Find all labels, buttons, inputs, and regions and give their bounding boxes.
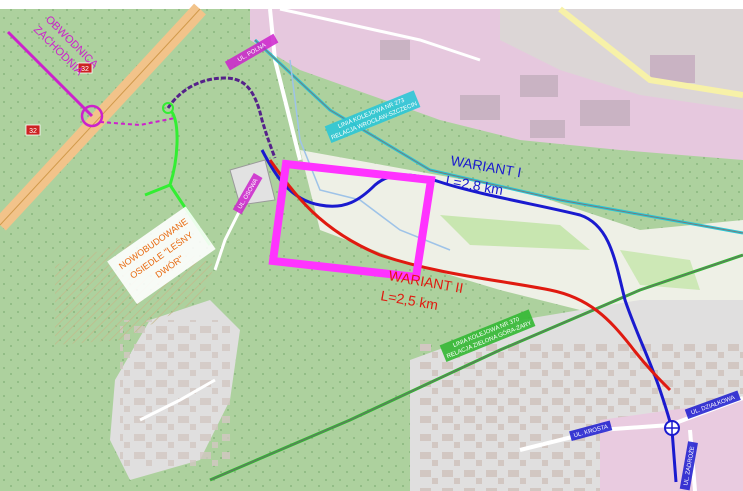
bypass-dashed	[99, 117, 176, 127]
building-block	[380, 40, 410, 60]
railway-north-line	[254, 39, 743, 234]
road-number-label: 32	[81, 66, 89, 73]
bypass-junction-icon	[80, 104, 104, 128]
green-junction-icon	[162, 102, 174, 114]
street	[279, 7, 481, 62]
main-road-north	[558, 6, 743, 98]
purple-dashed-route	[166, 76, 277, 159]
building-block	[520, 75, 558, 97]
bypass-route	[6, 30, 94, 118]
railway-south-line	[209, 254, 743, 481]
residential-pink-south	[600, 400, 743, 491]
residential-blocks	[120, 320, 230, 470]
highway-s3-edge	[0, 8, 201, 226]
road-number-label: 32	[29, 128, 37, 135]
building-block	[460, 95, 500, 120]
meadow-patch	[440, 215, 590, 250]
building-block	[530, 120, 565, 138]
route-variant-2	[268, 159, 672, 392]
map-top-margin	[0, 0, 743, 9]
street	[213, 209, 242, 271]
meadow-patch	[620, 250, 700, 290]
road-shield-north: 32	[77, 62, 93, 74]
highlight-frame	[268, 159, 436, 282]
building-block	[580, 100, 630, 126]
stream	[289, 59, 451, 251]
road-shield-south: 32	[25, 124, 41, 136]
street	[139, 378, 216, 422]
